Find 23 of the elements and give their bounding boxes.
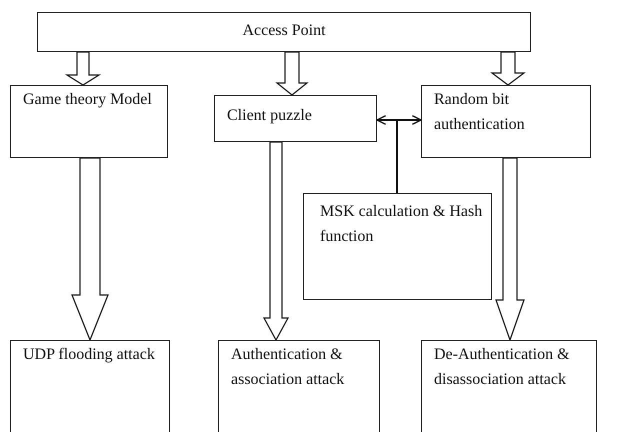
block-arrow: [71, 157, 109, 342]
access-point-box: [37, 12, 531, 52]
block-arrow: [64, 51, 102, 86]
attack-box: [10, 340, 170, 432]
attack-box: [218, 340, 380, 432]
node-label: Random bit authentication: [434, 90, 526, 135]
node-label: Access Point: [241, 21, 327, 41]
arrow: [396, 114, 422, 193]
block-arrow: [495, 157, 525, 342]
block-arrow: [275, 51, 309, 96]
node-label: Client puzzle: [227, 106, 313, 126]
block-arrow: [262, 141, 290, 342]
node-label: Game theory Model: [23, 90, 153, 110]
node-label: De-Authentication & disassociation attack: [434, 345, 571, 390]
process-box: [214, 95, 377, 142]
node-label: UDP flooding attack: [23, 345, 156, 365]
node-label: Authentication & association attack: [231, 345, 346, 390]
block-arrow: [490, 51, 526, 86]
process-box: [421, 85, 591, 158]
process-box: [10, 85, 168, 158]
process-box: [303, 193, 492, 300]
node-label: MSK calculation & Hash function: [320, 202, 484, 247]
attack-box: [421, 340, 597, 432]
